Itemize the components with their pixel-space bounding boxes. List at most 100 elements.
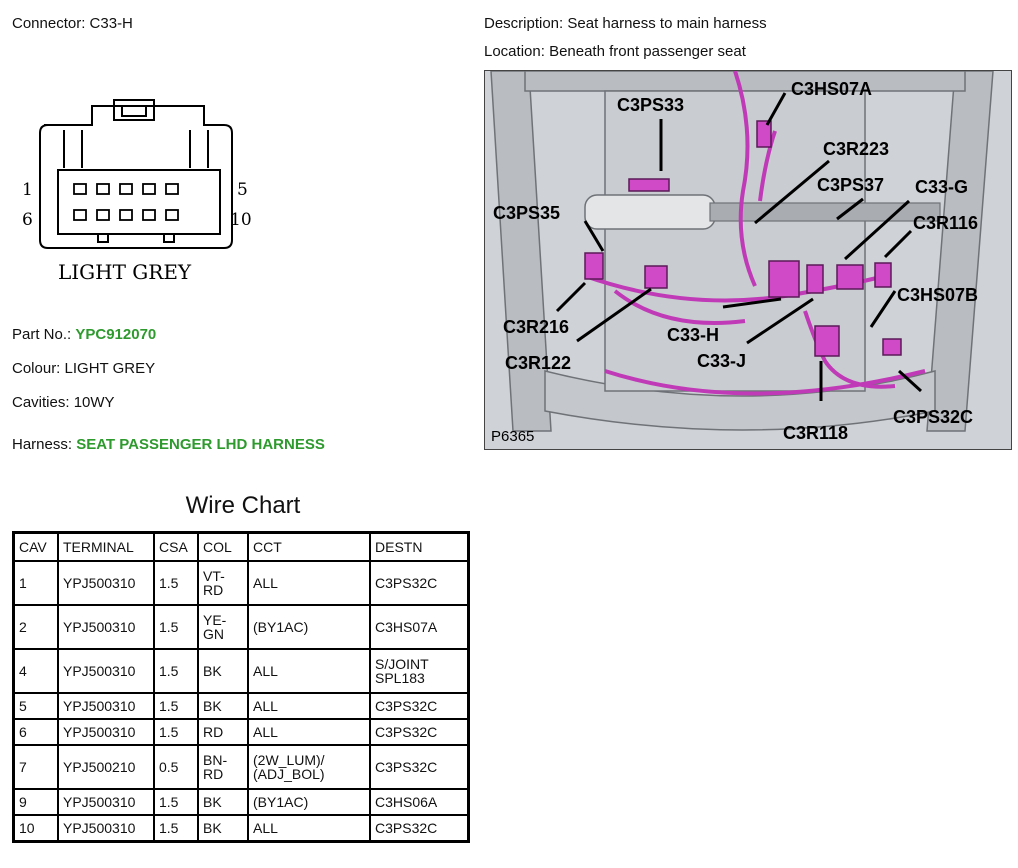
cell-cct-line1: ALL [253, 575, 278, 591]
colour-line: Colour: LIGHT GREY [12, 360, 155, 377]
column-header-cct: CCT [247, 531, 371, 562]
location-photo-svg: C3PS33 C3HS07A C3R223 C3PS37 C33-G C3PS3… [485, 71, 1011, 449]
cell-cav: 7 [12, 744, 59, 790]
cell-col: BK [197, 814, 249, 842]
column-header-destn: DESTN [369, 531, 470, 562]
cell-destn-line1: C3PS32C [375, 575, 438, 591]
cell-terminal: YPJ500310 [57, 560, 155, 606]
wire-chart-table: CAV TERMINAL CSA COL CCT DESTN 1 YPJ5003… [12, 531, 470, 843]
connector-line: Connector: C33-H [12, 15, 133, 32]
callout-c3r216: C3R216 [503, 317, 569, 337]
cell-destn-line1: C3PS32C [375, 759, 438, 775]
cell-destn-line1: C3HS07A [375, 619, 438, 635]
callout-c3r116: C3R116 [913, 213, 978, 233]
connector-latch [113, 99, 155, 121]
connector-cavity-frame [57, 169, 221, 235]
table-row: 9 YPJ500310 1.5 BK (BY1AC) C3HS06A [12, 788, 470, 816]
cavities-label: Cavities: [12, 394, 70, 411]
cavities-line: Cavities: 10WY [12, 394, 115, 411]
connector-label: Connector: [12, 15, 86, 32]
callout-c33h: C33-H [667, 325, 719, 345]
callout-c3hs07b: C3HS07B [897, 285, 978, 305]
cavity-grid [73, 183, 179, 221]
cell-cct: ALL [247, 718, 371, 746]
callout-c3r223: C3R223 [823, 139, 889, 159]
callout-c33g: C33-G [915, 177, 968, 197]
connector-body [39, 105, 233, 249]
cell-terminal: YPJ500210 [57, 744, 155, 790]
cell-cct-line1: ALL [253, 663, 278, 679]
cell-cav: 4 [12, 648, 59, 694]
cell-cct: ALL [247, 560, 371, 606]
cross-tube [584, 194, 941, 230]
column-header-csa: CSA [153, 531, 199, 562]
connector-face-svg: 1 6 5 10 LIGHT GREY [22, 99, 252, 284]
cell-col: VT-RD [197, 560, 249, 606]
cell-destn: C3PS32C [369, 560, 470, 606]
callout-c3hs07a: C3HS07A [791, 79, 872, 99]
cell-csa: 0.5 [153, 744, 199, 790]
part-no-link[interactable]: YPC912070 [75, 326, 157, 343]
cell-cct-line1: (2W_LUM)/ [253, 752, 325, 768]
cell-cav: 1 [12, 560, 59, 606]
harness-label: Harness: [12, 436, 73, 453]
cell-terminal: YPJ500310 [57, 788, 155, 816]
connector-face-diagram: 1 6 5 10 LIGHT GREY [14, 92, 254, 292]
cell-col-line1: VT- [203, 568, 225, 584]
harness-link[interactable]: SEAT PASSENGER LHD HARNESS [76, 436, 325, 453]
callout-c3r118: C3R118 [783, 423, 848, 443]
connector-latch-inner [121, 105, 147, 117]
cell-terminal: YPJ500310 [57, 604, 155, 650]
cell-col: YE-GN [197, 604, 249, 650]
pin-label-5: 5 [237, 180, 248, 200]
cell-csa: 1.5 [153, 648, 199, 694]
cell-terminal: YPJ500310 [57, 648, 155, 694]
pin-label-10: 10 [230, 210, 252, 230]
callout-c3ps37: C3PS37 [817, 175, 884, 195]
connector-blocks [584, 120, 902, 357]
table-row: 2 YPJ500310 1.5 YE-GN (BY1AC) C3HS07A [12, 604, 470, 650]
cell-destn-line1: S/JOINT [375, 656, 429, 672]
cell-cav: 9 [12, 788, 59, 816]
cell-destn: C3PS32C [369, 718, 470, 746]
callout-c3ps35: C3PS35 [493, 203, 560, 223]
cell-terminal: YPJ500310 [57, 718, 155, 746]
cell-col: BK [197, 692, 249, 720]
cavities-value: 10WY [73, 394, 115, 411]
cell-cav: 10 [12, 814, 59, 842]
cell-col: RD [197, 718, 249, 746]
column-header-cav: CAV [12, 531, 59, 562]
cell-csa: 1.5 [153, 718, 199, 746]
cell-csa: 1.5 [153, 788, 199, 816]
cell-col-line2: GN [203, 626, 224, 642]
pin-label-6: 6 [22, 210, 33, 230]
table-row: 1 YPJ500310 1.5 VT-RD ALL C3PS32C [12, 560, 470, 606]
cell-col: BN-RD [197, 744, 249, 790]
part-no-label: Part No.: [12, 326, 72, 343]
cell-cct: (BY1AC) [247, 604, 371, 650]
location-label: Location: [484, 43, 545, 60]
cell-cct: (BY1AC) [247, 788, 371, 816]
cell-destn: C3HS07A [369, 604, 470, 650]
cell-cav: 6 [12, 718, 59, 746]
location-photo: C3PS33 C3HS07A C3R223 C3PS37 C33-G C3PS3… [484, 70, 1012, 450]
description-value: Seat harness to main harness [567, 15, 767, 32]
cell-terminal: YPJ500310 [57, 814, 155, 842]
cell-cct: ALL [247, 692, 371, 720]
cell-col-line1: YE- [203, 612, 227, 628]
cell-cct-line1: (BY1AC) [253, 619, 309, 635]
colour-label: Colour: [12, 360, 61, 377]
cell-destn: C3PS32C [369, 744, 470, 790]
column-header-terminal: TERMINAL [57, 531, 155, 562]
callout-c3ps33: C3PS33 [617, 95, 684, 115]
colour-value: LIGHT GREY [64, 360, 156, 377]
cell-cav: 5 [12, 692, 59, 720]
connector-color-caption: LIGHT GREY [58, 260, 192, 284]
callout-c33j: C33-J [697, 351, 746, 371]
harness-line: Harness: SEAT PASSENGER LHD HARNESS [12, 436, 325, 453]
cell-csa: 1.5 [153, 560, 199, 606]
cell-col-line2: RD [203, 766, 224, 782]
cell-destn: C3HS06A [369, 788, 470, 816]
